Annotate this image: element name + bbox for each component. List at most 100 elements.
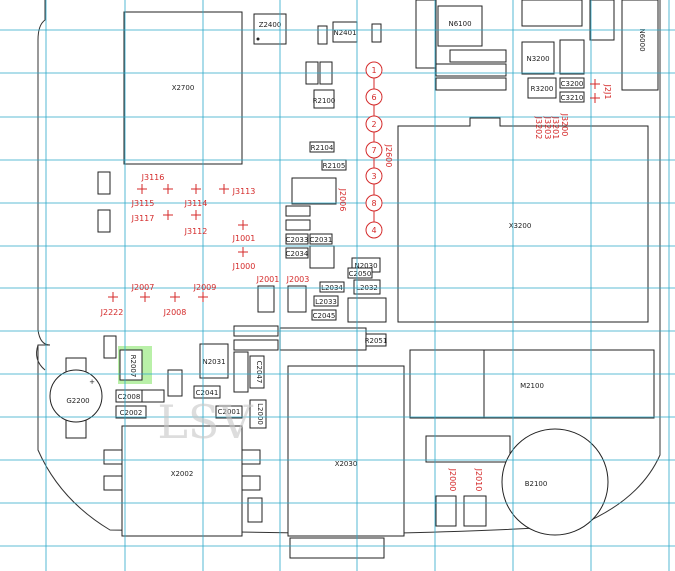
x3200-shield <box>397 117 649 323</box>
r3200-side-caps <box>559 39 585 75</box>
j3202-label: J3202 <box>534 116 543 140</box>
c2075-part <box>285 219 311 231</box>
g2200-label: G2200 <box>66 397 89 405</box>
l6100-row <box>449 49 507 63</box>
r3200-caps-top <box>521 0 583 27</box>
small-part-a <box>317 25 328 45</box>
pin-1-label: 1 <box>371 66 376 75</box>
x2002-label: X2002 <box>171 470 194 478</box>
j3201-label: J3201 <box>551 116 560 140</box>
x2030-connector <box>287 365 405 537</box>
j3117-label: J3117 <box>131 214 155 223</box>
n6000-connector <box>621 0 659 91</box>
l2000-label: L2000 <box>256 403 264 425</box>
r3200-label: R3200 <box>531 85 554 93</box>
c2034-label: C2034 <box>286 250 309 258</box>
c2010-part <box>463 495 487 527</box>
x2002-tab-2 <box>103 475 123 491</box>
r2051-label: R2051 <box>365 337 388 345</box>
x3200-label: X3200 <box>509 222 532 230</box>
grid-horizontal-lines <box>0 29 675 547</box>
l2034-part <box>319 281 345 293</box>
r2007-label: R2007 <box>129 355 137 378</box>
j2007-label: J2007 <box>131 283 155 292</box>
b2100-buzzer <box>501 428 609 536</box>
r2008-part <box>103 335 117 359</box>
c2047-part <box>249 355 265 389</box>
l2033-label: L2033 <box>315 298 337 306</box>
j2001-label: J2001 <box>256 275 280 284</box>
r2100-part <box>313 89 335 109</box>
c2001-part <box>141 389 165 403</box>
l2033-part <box>313 295 339 307</box>
pin-2-label: 2 <box>371 120 376 129</box>
r6100-row <box>435 63 507 77</box>
x2002-connector <box>121 425 243 537</box>
l2000-part <box>249 399 267 429</box>
r2051-part <box>365 333 387 347</box>
c2050-label: C2050 <box>349 270 372 278</box>
j1001-label: J1001 <box>232 234 256 243</box>
pin-6-label: 6 <box>371 93 376 102</box>
g2200-battery <box>49 369 103 423</box>
c2046-cluster <box>347 297 387 323</box>
j3116-label: J3116 <box>141 173 165 182</box>
c2023-part <box>287 285 307 313</box>
j2222-label: J2222 <box>100 308 124 317</box>
n3200-chip <box>521 41 555 75</box>
c2035-cluster <box>309 245 335 269</box>
g2200-plus: + <box>89 378 95 386</box>
c2047-label: C2047 <box>255 361 263 384</box>
j2000-connector <box>425 435 511 463</box>
j3200-label: J3200 <box>560 113 569 137</box>
r2105-label: R2105 <box>323 162 346 170</box>
z2400-label: Z2400 <box>259 21 282 29</box>
c3200-label: C3200 <box>561 80 584 88</box>
x2002-tab-3 <box>241 449 261 465</box>
j3112-label: J3112 <box>184 227 208 236</box>
c3200-part <box>559 77 585 89</box>
r3100-part <box>97 209 111 233</box>
j2008-label: J2008 <box>163 308 187 317</box>
c2001b-label: C2001 <box>218 408 241 416</box>
x2030-label: X2030 <box>335 460 358 468</box>
x2002-tab-1 <box>103 449 123 465</box>
n3200-label: N3200 <box>526 55 549 63</box>
j3114-label: J3114 <box>184 199 208 208</box>
j2010-label: J2010 <box>474 468 483 492</box>
x2700-shield <box>123 11 243 165</box>
r2007-part <box>119 349 143 381</box>
x2700-label: X2700 <box>172 84 195 92</box>
l2032-part <box>353 279 381 295</box>
c2048-part <box>167 369 183 397</box>
j2006-label: J2006 <box>338 188 347 212</box>
j2009-label: J2009 <box>193 283 217 292</box>
pin-4-label: 4 <box>371 226 376 235</box>
c2024-part <box>257 285 275 313</box>
c3100-part <box>97 171 111 195</box>
c2002-label: C2002 <box>120 409 143 417</box>
c2041-label: C2041 <box>196 389 219 397</box>
j3115-label: J3115 <box>131 199 155 208</box>
r2104-label: R2104 <box>311 144 334 152</box>
j3113-label: J3113 <box>232 187 256 196</box>
c6100-row <box>435 77 507 91</box>
r3200-part <box>527 77 557 99</box>
board-outline <box>37 0 661 534</box>
board-notch <box>36 344 46 371</box>
n2030-label: N2030 <box>354 262 377 270</box>
c2033-part <box>285 233 309 245</box>
pin-3-label: 3 <box>371 172 376 181</box>
pin-8-label: 8 <box>371 199 376 208</box>
c2033-label: C2033 <box>286 236 309 244</box>
z2400-chip <box>253 13 287 45</box>
c2050-part <box>347 267 373 279</box>
n6100-side-caps <box>415 0 437 69</box>
j2600-label: J2600 <box>384 144 393 168</box>
c2041-part <box>193 385 221 399</box>
c2034-part <box>285 247 309 259</box>
n2401-label: N2401 <box>333 29 356 37</box>
grid-vertical-lines <box>45 0 670 571</box>
j1000-label: J1000 <box>232 262 256 271</box>
